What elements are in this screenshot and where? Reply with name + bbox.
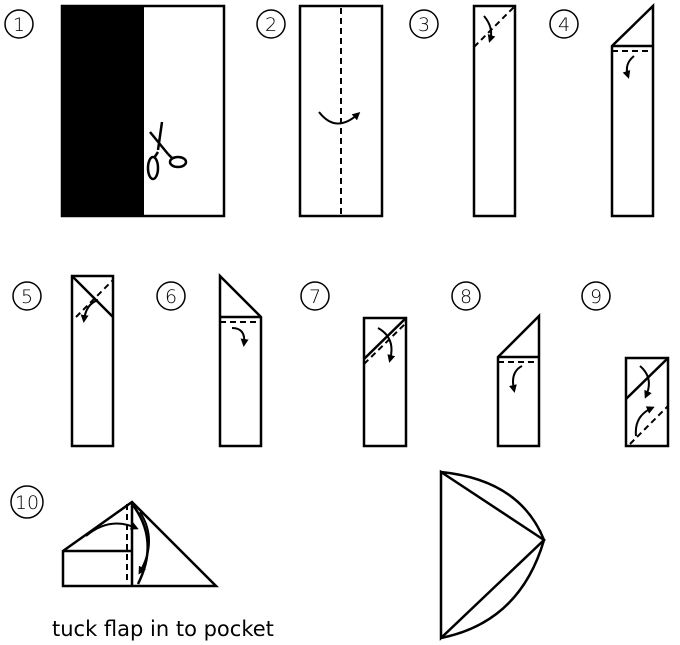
paper-strip — [474, 6, 515, 216]
step-number-badge: 10 — [11, 486, 43, 518]
step-5: 5 — [13, 276, 113, 446]
step-number: 7 — [309, 286, 321, 308]
step-number-badge: 1 — [5, 10, 33, 38]
black-half — [62, 6, 144, 216]
paper-strip — [612, 6, 653, 216]
step-4: 4 — [550, 6, 653, 216]
step-2: 2 — [257, 6, 382, 216]
paper-strip — [498, 316, 539, 446]
step-number: 4 — [558, 14, 570, 36]
step-number-badge: 8 — [452, 282, 480, 310]
step-number: 10 — [15, 492, 39, 514]
step-1: 1 — [5, 6, 224, 216]
step-number-badge: 7 — [301, 282, 329, 310]
step-caption: tuck flap in to pocket — [52, 617, 274, 641]
paper-strip — [220, 276, 261, 446]
step-9: 9 — [582, 282, 668, 446]
step-number: 1 — [13, 14, 25, 36]
step-number-badge: 2 — [257, 10, 285, 38]
final-result — [441, 472, 544, 638]
step-3: 3 — [410, 6, 515, 216]
step-number-badge: 5 — [13, 282, 41, 310]
step-number: 9 — [590, 286, 602, 308]
step-number: 8 — [460, 286, 472, 308]
step-number-badge: 4 — [550, 10, 578, 38]
finished-shape — [441, 472, 544, 638]
step-number-badge: 6 — [157, 282, 185, 310]
step-number-badge: 9 — [582, 282, 610, 310]
paper-strip — [626, 358, 668, 446]
step-8: 8 — [452, 282, 539, 446]
step-number: 2 — [265, 14, 277, 36]
step-7: 7 — [301, 282, 406, 446]
step-number: 6 — [165, 286, 177, 308]
step-number-badge: 3 — [410, 10, 438, 38]
step-6: 6 — [157, 276, 261, 446]
step-10: 10 tuck flap in to pocket — [11, 486, 274, 641]
step-number: 5 — [21, 286, 33, 308]
step-number: 3 — [418, 14, 430, 36]
